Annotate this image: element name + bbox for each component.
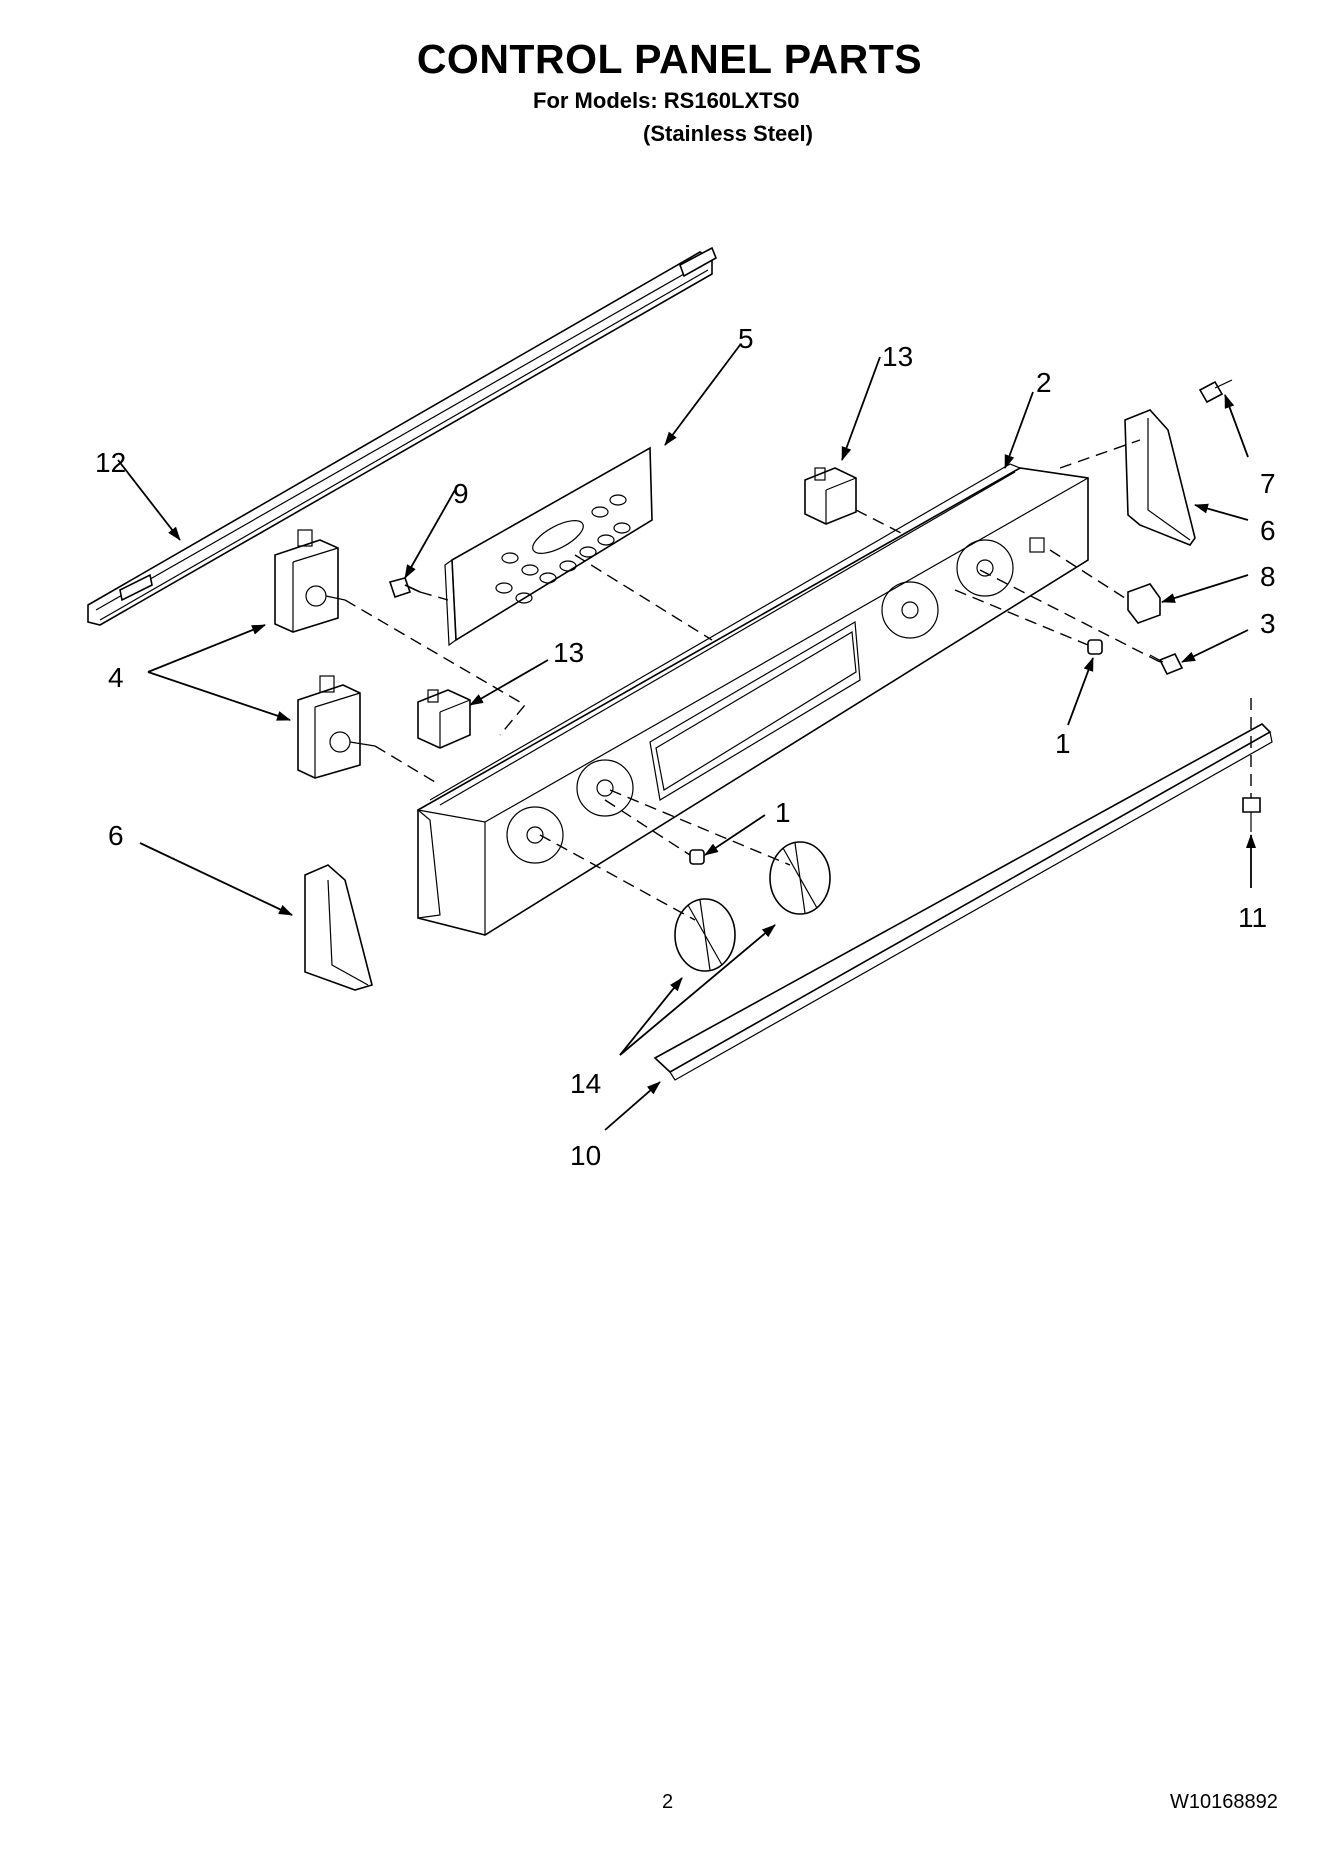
- finish-line: (Stainless Steel): [643, 121, 813, 146]
- callout-13-lower: 13: [553, 637, 584, 668]
- callout-10: 10: [570, 1140, 601, 1171]
- screw-3: [1149, 652, 1184, 676]
- end-cap-right: [1124, 409, 1196, 546]
- display-mounting-screw: [388, 577, 421, 599]
- callout-7: 7: [1260, 468, 1276, 499]
- page-title: CONTROL PANEL PARTS: [416, 36, 923, 82]
- display-control-board: [444, 446, 653, 647]
- top-trim-strip: [87, 246, 718, 626]
- document-number: W10168892: [1170, 1791, 1278, 1813]
- clip-1-right: [1087, 639, 1103, 655]
- callout-8: 8: [1260, 561, 1276, 592]
- callout-2: 2: [1036, 367, 1052, 398]
- page-number: 2: [662, 1791, 674, 1813]
- knob-14-left: [674, 898, 736, 972]
- screw-7: [1198, 379, 1233, 404]
- callout-1-right: 1: [1055, 728, 1071, 759]
- lower-mounting-bracket: [653, 723, 1273, 1081]
- callout-4: 4: [108, 662, 124, 693]
- control-panel-console: [417, 463, 1089, 936]
- callout-13-upper: 13: [882, 341, 913, 372]
- infinite-switch-upper: [274, 529, 346, 633]
- callout-1-left: 1: [775, 797, 791, 828]
- callout-6-left: 6: [108, 820, 124, 851]
- callout-9: 9: [453, 478, 469, 509]
- end-cap-left: [304, 864, 373, 991]
- callout-11: 11: [1238, 902, 1267, 933]
- callout-14: 14: [570, 1068, 601, 1099]
- switch-13-lower: [417, 689, 471, 749]
- switch-13-upper: [804, 467, 857, 525]
- callout-6-right: 6: [1260, 515, 1276, 546]
- infinite-switch-lower: [297, 675, 376, 779]
- models-line: For Models: RS160LXTS0: [533, 88, 800, 113]
- callout-5: 5: [738, 323, 754, 354]
- knob-14-right: [769, 841, 831, 915]
- clip-1-left: [689, 849, 705, 865]
- callout-12: 12: [95, 447, 126, 478]
- bracket-screw-11: [1242, 797, 1261, 832]
- callout-3: 3: [1260, 608, 1276, 639]
- rocker-switch-8: [1127, 583, 1161, 624]
